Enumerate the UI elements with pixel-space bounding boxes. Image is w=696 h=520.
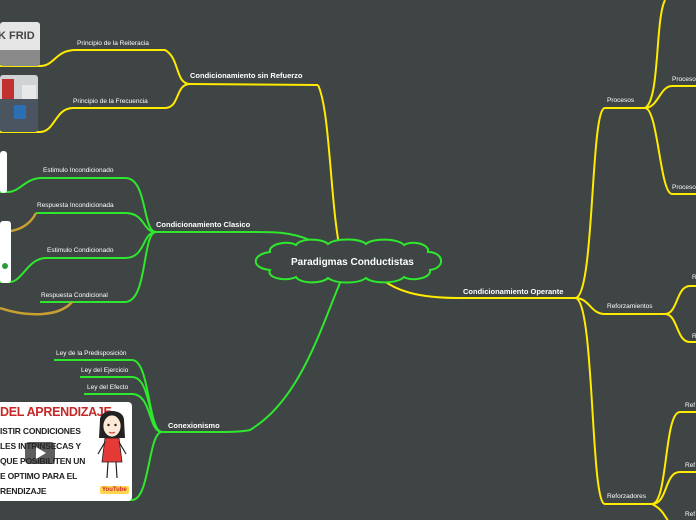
node-reforzamientos[interactable]: Reforzamientos bbox=[607, 303, 653, 310]
node-ley-ejercicio[interactable]: Ley del Ejercicio bbox=[81, 367, 129, 374]
stimulus-image bbox=[0, 151, 7, 193]
node-respuesta-incondicionada[interactable]: Respuesta Incondicionada bbox=[37, 202, 114, 209]
node-proceso-1[interactable]: Proceso bbox=[672, 76, 696, 83]
branch-sin-refuerzo-lines bbox=[0, 49, 341, 251]
node-respuesta-condicional[interactable]: Respuesta Condicional bbox=[41, 292, 108, 299]
blue-shirt-shape bbox=[14, 105, 26, 119]
branch-conexionismo-lines bbox=[0, 277, 343, 501]
branch-clasico-lines bbox=[0, 177, 311, 303]
node-estimulo-condicionado[interactable]: Estimulo Condicionado bbox=[47, 247, 114, 254]
node-condicionamiento-sin-refuerzo[interactable]: Condicionamiento sin Refuerzo bbox=[190, 71, 303, 80]
crowd-image bbox=[0, 75, 38, 132]
girl-cartoon-icon bbox=[97, 411, 127, 479]
node-reforzador-1[interactable]: Ref bbox=[685, 402, 696, 409]
node-reforzador-2[interactable]: Ref bbox=[685, 462, 696, 469]
protest-sign-image: K FRID bbox=[0, 22, 40, 66]
node-condicionamiento-clasico[interactable]: Condicionamiento Clasico bbox=[156, 220, 251, 229]
node-ley-predisposicion[interactable]: Ley de la Predisposición bbox=[56, 350, 127, 357]
node-estimulo-incondicionado[interactable]: Estimulo Incondicionado bbox=[43, 167, 114, 174]
sign-shape bbox=[22, 85, 36, 99]
node-principio-frecuencia[interactable]: Principio de la Frecuencia bbox=[73, 98, 148, 105]
conditioned-stimulus-image bbox=[0, 221, 11, 283]
node-proceso-2[interactable]: Proceso bbox=[672, 184, 696, 191]
node-condicionamiento-operante[interactable]: Condicionamiento Operante bbox=[463, 287, 564, 296]
youtube-video-thumbnail[interactable]: DEL APRENDIZAJE ISTIR CONDICIONES LES IN… bbox=[0, 402, 132, 501]
node-reforzamiento-2[interactable]: R bbox=[692, 333, 696, 340]
node-reforzador-3[interactable]: Ref bbox=[685, 511, 696, 518]
node-reforzamiento-1[interactable]: R bbox=[692, 274, 696, 281]
node-conexionismo[interactable]: Conexionismo bbox=[168, 421, 220, 430]
flag-shape bbox=[2, 79, 14, 99]
dot-shape bbox=[2, 263, 8, 269]
protest-sign-text: K FRID bbox=[0, 30, 35, 42]
banner-line: RENDIZAJE bbox=[0, 486, 47, 496]
node-ley-efecto[interactable]: Ley del Efecto bbox=[87, 384, 129, 391]
banner-title: DEL APRENDIZAJE bbox=[0, 405, 112, 419]
node-procesos[interactable]: Procesos bbox=[607, 97, 635, 104]
youtube-logo: YouTube bbox=[100, 486, 129, 494]
central-cloud[interactable] bbox=[254, 238, 442, 284]
crowd-shape bbox=[0, 50, 40, 66]
central-topic[interactable]: Paradigmas Conductistas bbox=[291, 257, 414, 268]
node-principio-reiteracia[interactable]: Principio de la Reiteracia bbox=[77, 40, 149, 47]
banner-line: E OPTIMO PARA EL bbox=[0, 471, 78, 481]
node-reforzadores[interactable]: Reforzadores bbox=[607, 493, 647, 500]
play-icon[interactable] bbox=[25, 442, 55, 464]
banner-line: ISTIR CONDICIONES bbox=[0, 426, 81, 436]
